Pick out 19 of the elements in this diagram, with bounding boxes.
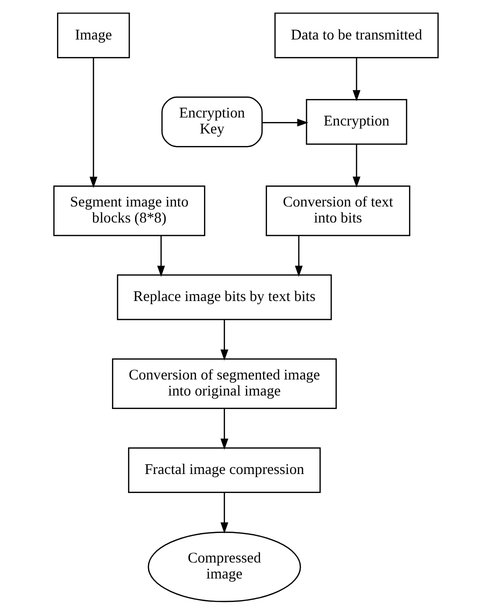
node-box: Replace image bits by text bits bbox=[116, 274, 332, 320]
node-box: Encryption bbox=[305, 99, 407, 145]
arrow bbox=[262, 118, 308, 126]
node-box: Conversion of segmented image into original image bbox=[112, 358, 336, 410]
node-box: Image bbox=[56, 12, 130, 58]
arrow bbox=[220, 320, 228, 361]
arrow bbox=[220, 408, 228, 450]
node-ellipse: Compressed image bbox=[147, 532, 301, 602]
node-box: Encryption Key bbox=[160, 96, 262, 148]
arrow bbox=[89, 58, 97, 188]
arrow bbox=[294, 236, 302, 277]
node-box: Data to be transmitted bbox=[274, 12, 438, 58]
arrow bbox=[352, 58, 360, 102]
node-box: Fractal image compression bbox=[128, 447, 320, 494]
arrow bbox=[156, 236, 164, 277]
node-box: Conversion of text into bits bbox=[265, 185, 410, 236]
arrow bbox=[352, 144, 360, 188]
node-box: Segment image into blocks (8*8) bbox=[52, 185, 205, 236]
arrow bbox=[220, 492, 228, 534]
